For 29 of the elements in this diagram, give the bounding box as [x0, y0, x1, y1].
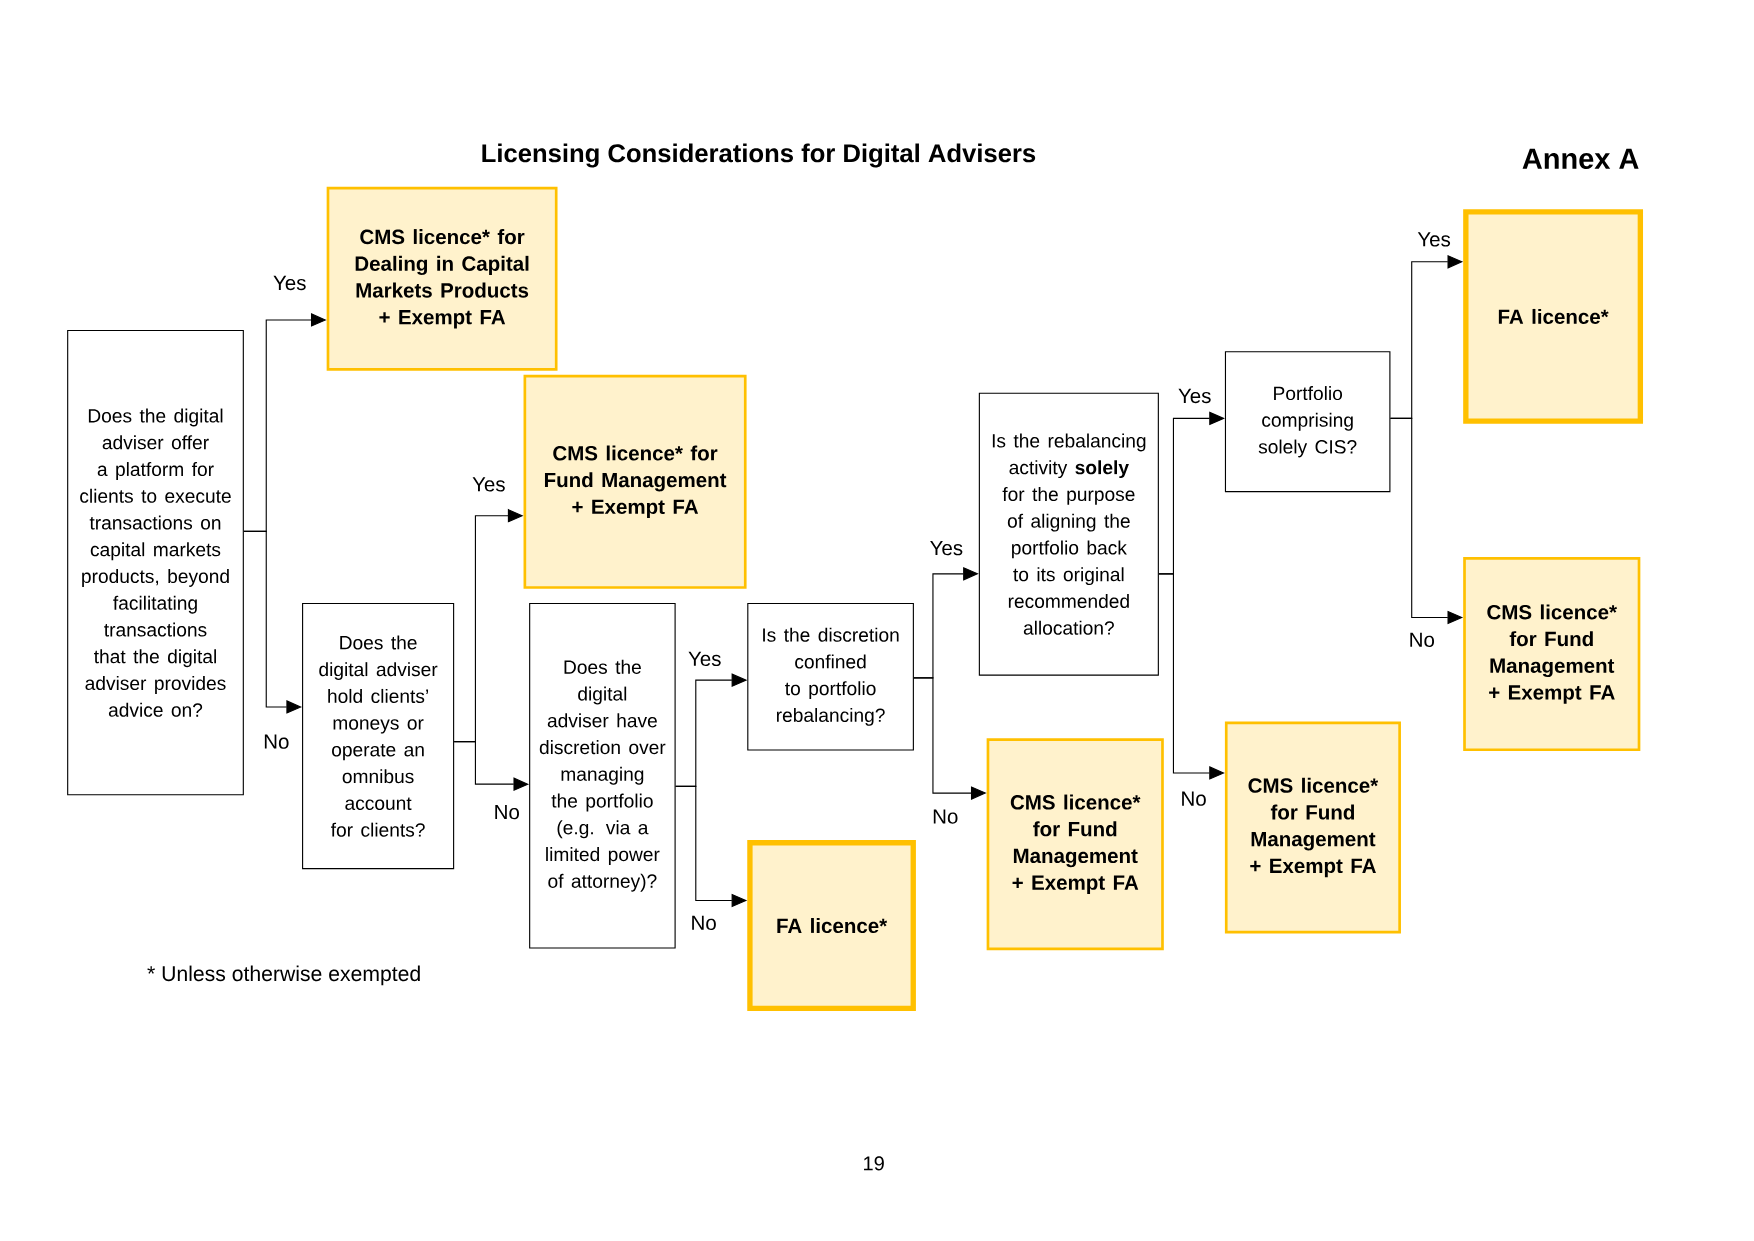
result-box: CMS licence* for Fund Management + Exempt FA	[986, 738, 1164, 951]
question-box: Does the digital adviser offer a platform for clients to execute transactions on capital markets products, beyond facilitating transactions that the digital adviser provides advice on?	[67, 330, 244, 796]
question-box: Does the digital adviser have discretion over managing the portfolio (e.g. via a limited power of attorney)?	[529, 603, 676, 949]
edge-label: No	[1406, 630, 1438, 650]
edge-label: Yes	[270, 273, 309, 293]
question-box: Is the rebalancing activity solely for the purpose of aligning the portfolio back to its original recommended allocation?	[978, 392, 1159, 676]
footnote: * Unless otherwise exempted	[147, 965, 420, 986]
question-box: Portfolio comprising solely CIS?	[1224, 351, 1391, 493]
edge-label: Yes	[469, 475, 508, 494]
page-number: 19	[864, 1156, 884, 1171]
result-box: CMS licence* for Fund Management + Exempt FA	[523, 374, 747, 590]
edge-label: No	[261, 732, 292, 752]
result-box: CMS licence* for Fund Management + Exempt FA	[1224, 721, 1401, 934]
question-box: Is the discretion confined to portfolio rebalancing?	[747, 603, 914, 751]
result-box: FA licence*	[1463, 209, 1644, 424]
edge-label: No	[491, 802, 523, 822]
edge-label: No	[688, 913, 719, 933]
edge-label: Yes	[1175, 386, 1214, 406]
question-box: Does the digital adviser hold clients’ moneys or operate an omnibus account for clients?	[302, 603, 455, 870]
result-box: CMS licence* for Dealing in Capital Markets Products + Exempt FA	[326, 187, 558, 371]
edge-label: No	[1178, 789, 1209, 809]
edge-label: Yes	[1415, 230, 1454, 249]
edge-label: Yes	[685, 649, 724, 669]
edge-label: No	[929, 807, 961, 827]
edge-label: Yes	[927, 538, 966, 558]
result-box: FA licence*	[747, 840, 916, 1012]
title: Licensing Considerations for Digital Advisers	[482, 143, 1036, 168]
result-box: CMS licence* for Fund Management + Exempt FA	[1463, 557, 1641, 752]
annex-heading: Annex A	[1522, 148, 1639, 170]
